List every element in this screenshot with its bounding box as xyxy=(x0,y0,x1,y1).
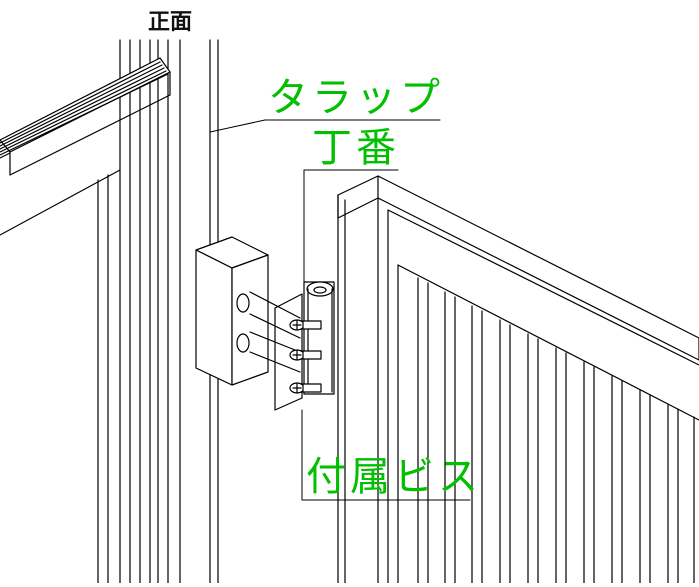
fence-post-left xyxy=(119,39,159,584)
screws xyxy=(249,291,322,394)
strap-block xyxy=(195,236,269,386)
left-pickets xyxy=(97,174,109,584)
callout-hinge: 丁番 xyxy=(312,125,400,171)
screw-3 xyxy=(289,382,322,394)
callout-screws: 付属ビス xyxy=(306,454,482,500)
leader-lines xyxy=(209,119,471,501)
view-label: 正面 xyxy=(148,10,193,35)
screw-2 xyxy=(289,349,322,361)
gate-pickets xyxy=(417,277,695,584)
callout-strap: タラップ xyxy=(268,75,444,121)
top-rail xyxy=(0,57,171,236)
gate-frame xyxy=(337,175,699,584)
hinge xyxy=(274,281,335,411)
screw-1 xyxy=(289,319,322,331)
